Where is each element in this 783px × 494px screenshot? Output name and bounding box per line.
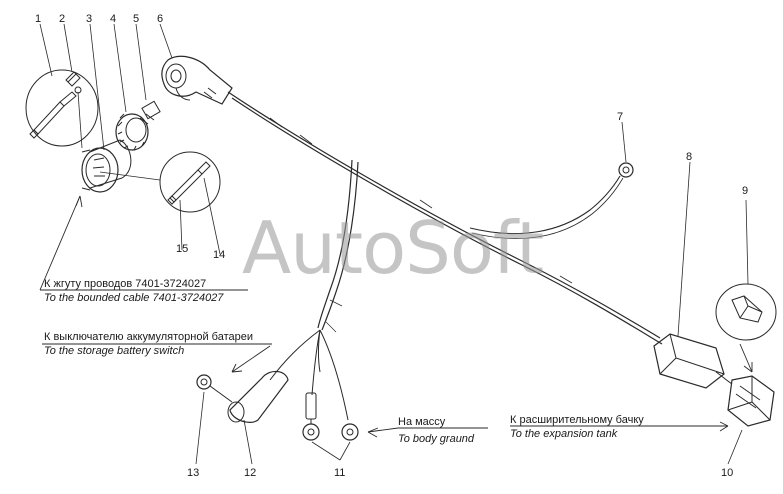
- part-label-14: 14: [213, 249, 226, 261]
- part-label-10: 10: [721, 467, 734, 479]
- leader-lines: [39, 23, 749, 465]
- main-harness-cable: [227, 91, 663, 345]
- part-label-5: 5: [133, 13, 140, 25]
- caption-body-ground-en: To body graund: [398, 433, 475, 445]
- part-label-9: 9: [742, 185, 749, 197]
- branch-to-terminal-7: [469, 175, 624, 239]
- part-label-15: 15: [176, 243, 189, 255]
- connector-housing-3: [81, 139, 132, 193]
- part-label-4: 4: [110, 13, 117, 25]
- part-label-11: 11: [334, 467, 346, 479]
- contact-2: [65, 71, 81, 87]
- caption-arrows: [39, 195, 753, 438]
- part-label-6: 6: [157, 13, 164, 25]
- autosoft-watermark: AutoSoft: [242, 206, 544, 290]
- caption-expansion-tank-ru: К расширительному бачку: [510, 414, 644, 426]
- caption-body-ground-ru: На массу: [398, 416, 446, 428]
- sleeve-5: [139, 100, 161, 125]
- caption-battery-switch-ru: К выключателю аккумуляторной батареи: [44, 331, 254, 343]
- connector-block-8: [653, 333, 725, 389]
- caption-expansion-tank-en: To the expansion tank: [510, 428, 618, 440]
- detail-callout-14-15: [159, 151, 221, 213]
- ring-terminal-13: [196, 374, 233, 403]
- caption-bounded-cable-en: To the bounded cable 7401-3724027: [44, 292, 224, 304]
- part-label-3: 3: [86, 13, 93, 25]
- ring-terminal-7: [618, 162, 634, 178]
- boot-terminal-12: [227, 370, 289, 423]
- ground-terminals-11: [302, 392, 359, 441]
- coupling-nut-4: [115, 113, 149, 151]
- detail-callout-9: [715, 283, 777, 341]
- part-label-7: 7: [617, 111, 624, 123]
- angled-connector-6: [161, 55, 233, 105]
- part-label-8: 8: [686, 151, 693, 163]
- caption-battery-switch-en: To the storage battery switch: [44, 345, 185, 357]
- plug-10: [715, 371, 775, 427]
- branch-to-battery-and-ground: [269, 159, 359, 421]
- part-label-2: 2: [59, 13, 66, 25]
- part-label-1: 1: [35, 13, 42, 25]
- pin-contact-1: [25, 69, 99, 147]
- caption-bounded-cable-ru: К жгуту проводов 7401-3724027: [44, 278, 207, 290]
- part-label-12: 12: [244, 467, 257, 479]
- part-label-13: 13: [187, 467, 200, 479]
